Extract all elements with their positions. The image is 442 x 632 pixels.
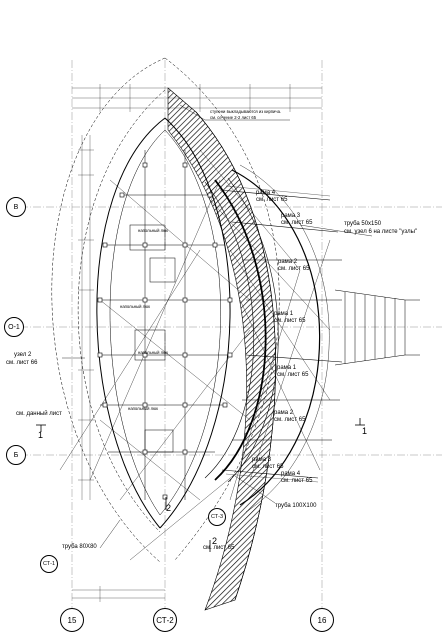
floor-hatch-label-3: напольный люк [138,350,169,355]
sm-list-65-bottom: см. лист 65 [203,545,235,551]
grid-axis-o1: О-1 [4,317,24,337]
grid-lines [20,60,442,615]
inner-structure [100,150,232,500]
outer-dashed-arcs [51,57,280,563]
marker-ct1: СТ-1 [40,555,58,573]
stair-note-line1: ступени выкладываются из кирпича. [210,109,282,114]
leader-lines [62,104,373,549]
frame-4-top-ref: см. лист 65 [256,197,288,203]
truba-50x150-line2: см. узел 6 на листе "узлы" [344,229,418,235]
frame-3-top-ref: см. лист 65 [281,220,313,226]
frame-4-bottom-ref: см. лист 65 [281,478,313,484]
frame-3-bottom-ref: см. лист 65 [252,464,284,470]
floor-hatch-label-1: напольный люк [138,228,169,233]
stair-note-line2: см. сечение 2-2 лист 65 [210,115,257,120]
frame-2-top-ref: см. лист 65 [278,266,310,272]
truba-50x150-line1: труба 50х150 [344,221,382,227]
frame-2-bottom-ref: см. лист 65 [274,417,306,423]
curved-beams [204,177,279,483]
uzel2-line1: узел 2 [14,352,32,358]
section-1-right: 1 [362,426,368,436]
truba-80x80-label: труба 80Х80 [62,544,97,550]
dimension-lines-top [72,84,322,112]
truba-100x100-label: труба 100Х100 [275,503,317,509]
frame-lines [219,185,343,483]
grid-axis-b: В [6,197,26,217]
grid-axis-16: 16 [310,608,334,632]
ramp-right [334,289,420,366]
floor-hatch-label-4: напольный люк [128,406,159,411]
frame-1-top-ref: см. лист 65 [274,318,306,324]
dimension-lines-left [78,135,94,500]
floor-hatch-label-2: напольный люк [120,304,151,309]
frame-4-top-name: рама 4 [256,190,276,196]
section-2-bottom: 2 [212,536,218,546]
frame-1-bottom-name: рама 1 [277,365,297,371]
section-marks [36,418,365,552]
frame-2-bottom-name: рама 2 [274,410,294,416]
section-2-top: 2 [166,503,172,513]
frame-3-bottom-name: рама 3 [252,457,272,463]
grid-axis-15: 15 [60,608,84,632]
sm-dannyi-list-label: см. данный лист [16,411,62,417]
frame-1-top-name: рама 1 [274,311,294,317]
uzel2-line2: см. лист 66 [6,360,38,366]
frame-4-bottom-name: рама 4 [281,471,301,477]
column-nodes [97,162,233,500]
marker-ct3: СТ-3 [208,508,226,526]
grid-axis-ct2: СТ-2 [153,608,177,632]
dimension-lines-bottom [72,586,165,602]
right-outer-arc [231,164,330,513]
frame-3-top-name: рама 3 [281,213,301,219]
frame-1-bottom-ref: см. лист 65 [277,372,309,378]
section-1-left: 1 [38,430,44,440]
frame-2-top-name: рама 2 [278,259,298,265]
grid-axis-bb: Б [6,445,26,465]
